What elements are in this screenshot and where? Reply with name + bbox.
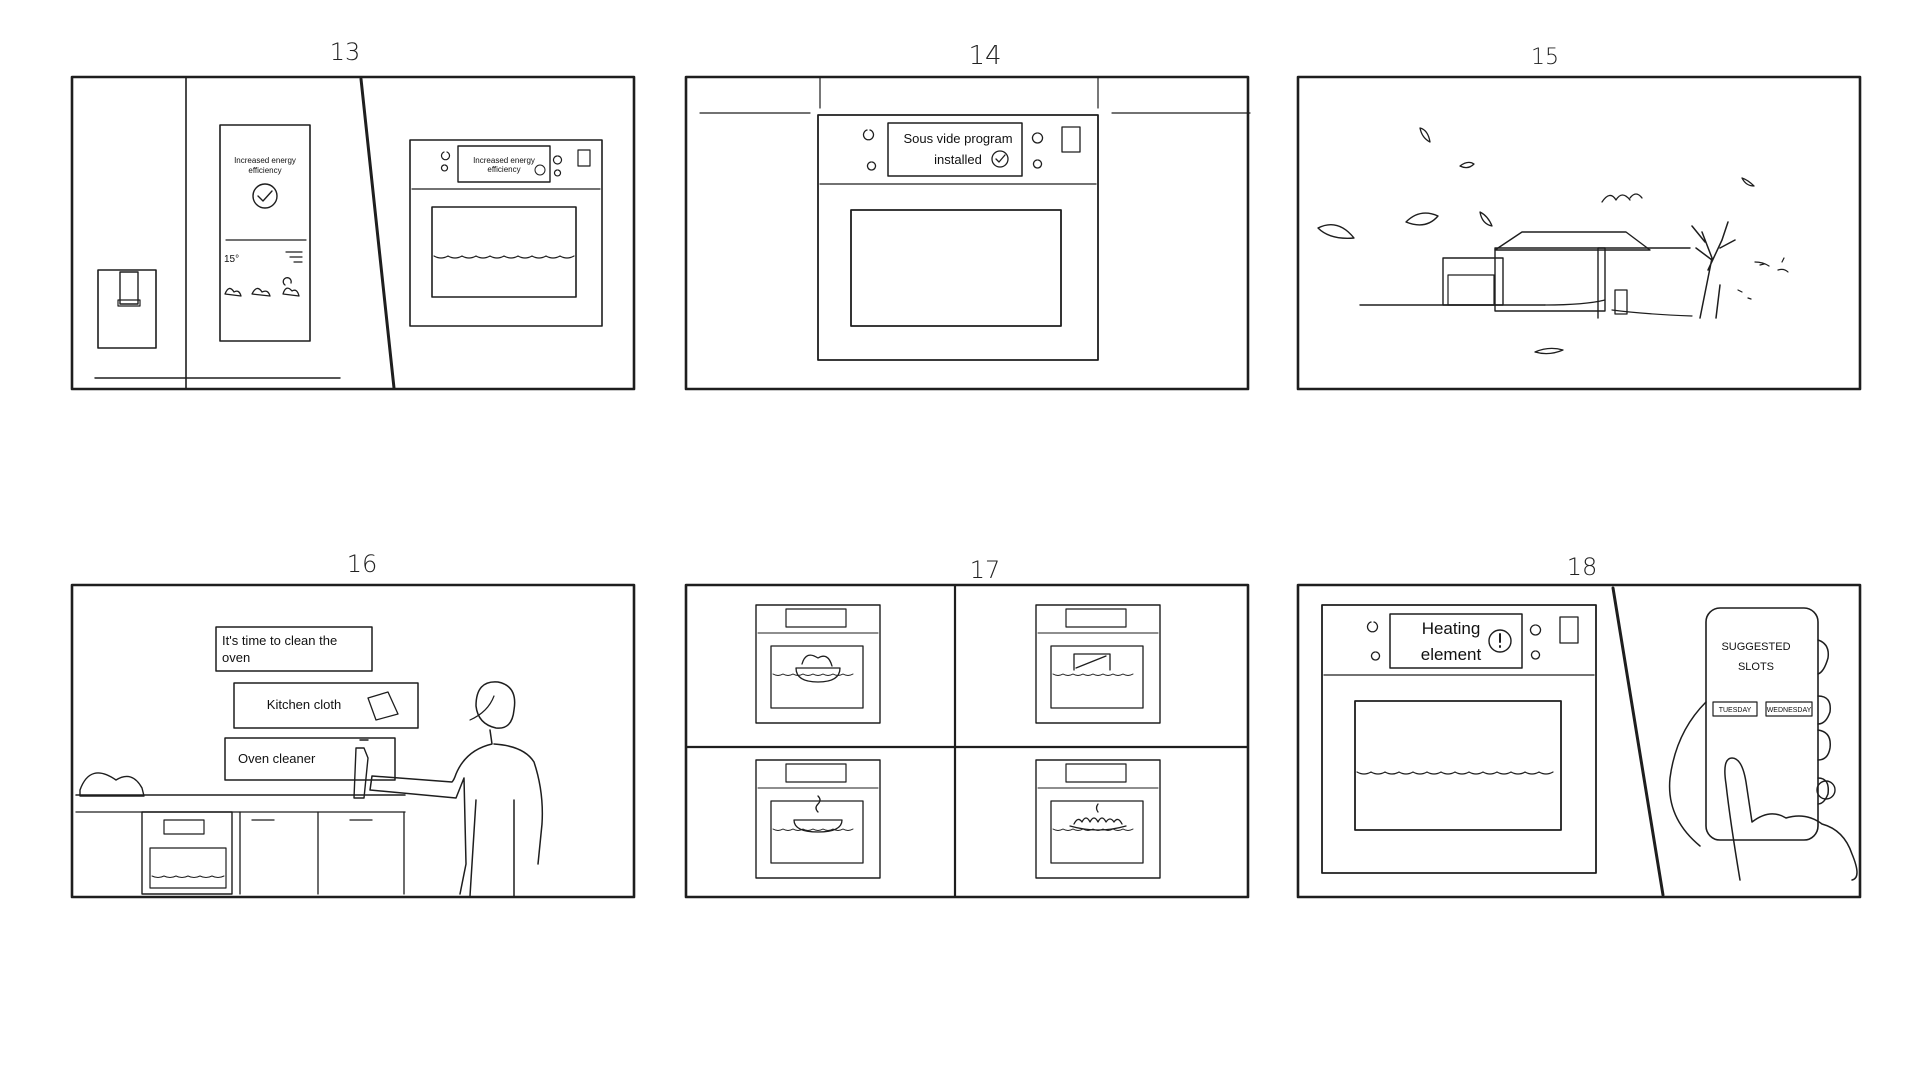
kitchen-counter — [75, 772, 406, 895]
food-bowl-icon — [795, 654, 841, 683]
bare-tree — [1691, 221, 1736, 319]
leaf-icon — [1741, 177, 1755, 187]
panel-17: 17 — [684, 556, 1250, 899]
leaf-icon — [1459, 161, 1475, 169]
leaf-icon — [1479, 211, 1493, 227]
oven-mini-3 — [755, 759, 881, 879]
panel-number-16: 16 — [347, 550, 378, 578]
house — [1442, 231, 1691, 319]
phone: SUGGESTED SLOTS TUESDAY WEDNESDAY — [1705, 607, 1819, 841]
phone-title-1: SUGGESTED — [1721, 641, 1790, 653]
leaf-icon — [1317, 224, 1355, 239]
water-dispenser — [97, 269, 157, 349]
panel-frame-14 — [684, 75, 1250, 391]
oven-knob-icons — [440, 151, 563, 177]
display-line-2: installed — [934, 152, 982, 167]
oven — [409, 139, 603, 327]
panel-frame-17 — [684, 583, 1250, 899]
oven-mini-4 — [1035, 759, 1161, 879]
oven-rack — [1356, 771, 1554, 775]
person-body — [369, 729, 544, 897]
phone-title-2: SLOTS — [1738, 661, 1774, 673]
door — [1614, 289, 1628, 315]
kitchen-cloth-label: Kitchen cloth — [267, 697, 341, 712]
oven-knob-icons — [862, 129, 1044, 171]
small-oven — [141, 811, 233, 895]
panel-14: 14 Sous vide program installed — [684, 41, 1251, 391]
leaf-icon — [1534, 347, 1564, 355]
check-icon — [991, 150, 1009, 168]
oven-display — [887, 122, 1023, 177]
dispenser-nozzle — [119, 271, 139, 305]
oven-window — [1354, 700, 1562, 831]
person — [353, 681, 544, 897]
pointing-hand — [1724, 757, 1858, 881]
cloth-icon — [367, 691, 399, 721]
leaf-icon — [1419, 127, 1431, 143]
slot-tuesday-label: TUESDAY — [1719, 707, 1752, 714]
panel-frame-16 — [70, 583, 636, 899]
oven-cleaner-card — [224, 737, 396, 781]
check-icon — [252, 183, 278, 209]
temperature: 15° — [224, 254, 239, 265]
wind-icon — [285, 251, 303, 263]
panel-number-18: 18 — [1567, 553, 1598, 581]
birds — [1601, 193, 1643, 203]
garage — [1447, 274, 1495, 306]
panel-number-13: 13 — [330, 38, 361, 66]
oven-display — [457, 145, 551, 183]
kitchen-cloth-card — [233, 682, 419, 729]
panel-frame-18 — [1296, 583, 1862, 899]
check-icon — [534, 164, 546, 176]
oven — [817, 114, 1099, 361]
steaming-bowl-icon — [793, 795, 843, 833]
oven-window — [431, 206, 577, 298]
panel-15: 15 — [1296, 45, 1862, 391]
cabinets — [239, 811, 405, 895]
split-divider — [1611, 586, 1665, 897]
slot-wednesday-button[interactable] — [1765, 701, 1813, 717]
slot-tuesday-button[interactable] — [1712, 701, 1758, 717]
display-line-2: element — [1421, 645, 1482, 664]
panel-number-14: 14 — [968, 41, 1001, 71]
warning-icon — [1488, 629, 1512, 653]
fridge-screen — [219, 124, 311, 342]
panel-18: 18 Heating element SUGGESTED SLOTS TUESD… — [1296, 553, 1862, 899]
oven-knob-icons — [1366, 621, 1542, 661]
cloud-icon — [224, 287, 242, 297]
oven-window — [850, 209, 1062, 327]
display-line-1: Heating — [1422, 619, 1481, 638]
baking-tray-icon — [1073, 653, 1111, 671]
oven-mini-2 — [1035, 604, 1161, 724]
oven-cleaner-label: Oven cleaner — [238, 751, 316, 766]
oven — [1321, 604, 1597, 874]
cloud-icon — [251, 287, 271, 297]
sun-cloud-icon — [282, 277, 300, 297]
panel-number-17: 17 — [970, 556, 1001, 584]
slot-wednesday-label: WEDNESDAY — [1767, 707, 1812, 714]
leaf-icon — [1405, 212, 1439, 226]
oven-rack — [433, 255, 575, 259]
reminder-card — [215, 626, 373, 672]
spray-bottle-icon — [353, 739, 369, 799]
toaster — [79, 772, 145, 797]
oven-display — [1389, 613, 1523, 669]
left-hand-fingers — [1668, 639, 1831, 847]
oven-mini-1 — [755, 604, 881, 724]
panel-frame-15 — [1296, 75, 1862, 391]
roast-dish-icon — [1069, 803, 1127, 831]
display-line-1: Sous vide program — [903, 131, 1012, 146]
person-head — [475, 681, 516, 729]
split-divider — [359, 77, 396, 390]
panel-number-15: 15 — [1531, 45, 1559, 70]
panel-frame-13 — [70, 75, 636, 391]
